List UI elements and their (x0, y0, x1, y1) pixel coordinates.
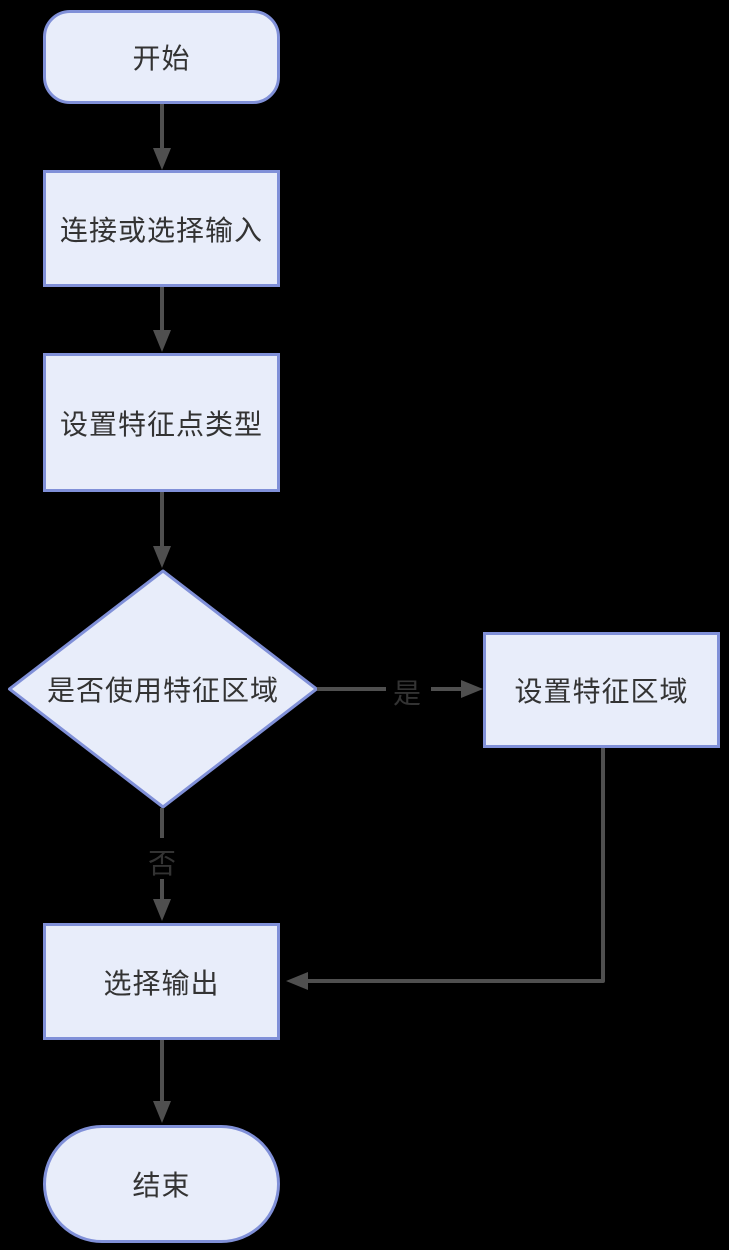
arrowhead-region-to-output (286, 972, 308, 990)
arrowhead-no-to-output (153, 899, 171, 921)
edge-label-no: 否 (147, 848, 176, 879)
arrowhead-input-to-type (153, 330, 171, 352)
use-feature-region-decision-node: 是否使用特征区域 (9, 571, 317, 807)
decision-diamond-shape (8, 569, 318, 809)
edge-label-yes: 是 (392, 678, 421, 709)
connect-input-node-label: 连接或选择输入 (59, 214, 263, 246)
set-feature-region-node: 设置特征区域 (483, 632, 720, 748)
set-feature-point-type-node: 设置特征点类型 (43, 353, 280, 492)
select-output-node-label: 选择输出 (103, 967, 220, 999)
set-feature-region-node-label: 设置特征区域 (514, 676, 689, 707)
select-output-node: 选择输出 (43, 923, 280, 1040)
end-node-label: 结束 (132, 1170, 191, 1201)
use-feature-region-decision-label: 是否使用特征区域 (46, 675, 279, 706)
start-node-label: 开始 (132, 43, 191, 74)
connect-input-node: 连接或选择输入 (43, 170, 280, 287)
connector-region-to-output (307, 748, 605, 983)
start-node: 开始 (43, 10, 280, 104)
arrowhead-start-to-input (153, 148, 171, 170)
arrowhead-type-to-decision (153, 546, 171, 568)
set-feature-point-type-node-label: 设置特征点类型 (59, 408, 263, 440)
arrowhead-yes-to-region (461, 680, 483, 698)
end-node: 结束 (43, 1125, 280, 1243)
arrowhead-output-to-end (153, 1101, 171, 1123)
